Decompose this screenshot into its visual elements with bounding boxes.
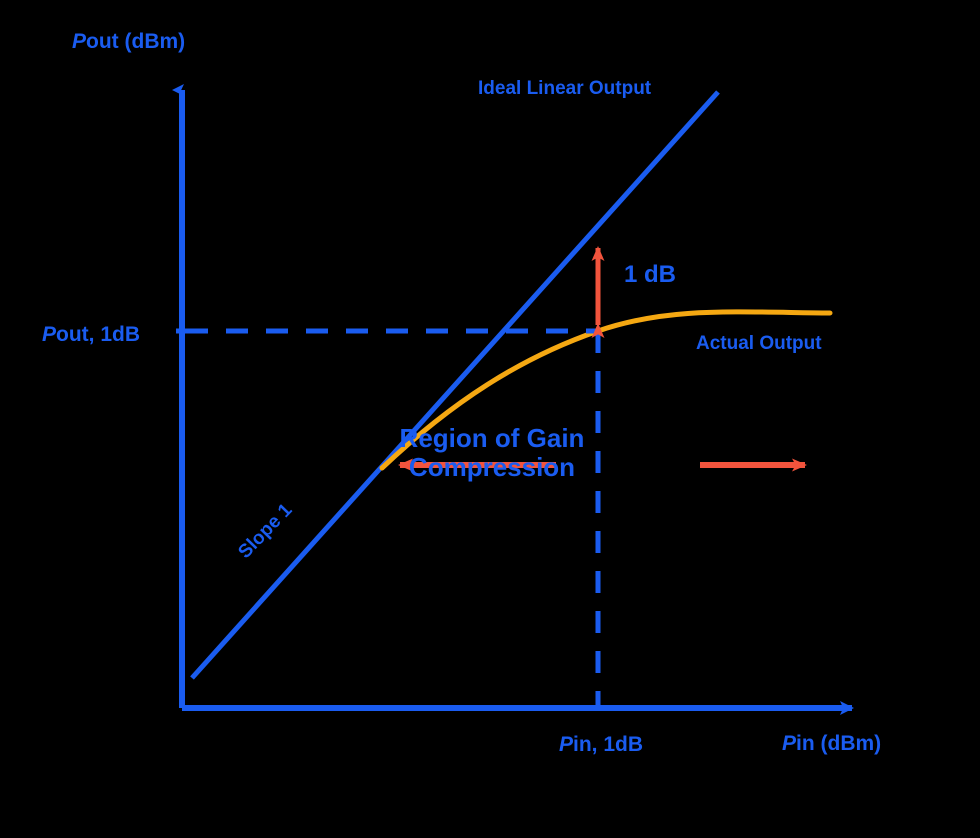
y-axis-title-italic-p: P bbox=[72, 30, 87, 53]
y-axis-title: Pout (dBm) bbox=[72, 30, 185, 54]
y-axis-title-rest: out (dBm) bbox=[86, 30, 186, 53]
pin-1db-rest: in, 1dB bbox=[573, 733, 644, 756]
pout-1db-italic-p: P bbox=[42, 323, 57, 346]
ideal-linear-output-line bbox=[190, 90, 720, 680]
x-axis-title: Pin (dBm) bbox=[782, 732, 881, 756]
actual-output-label: Actual Output bbox=[696, 333, 822, 354]
compression-region-label-line2: Compression bbox=[408, 452, 576, 483]
x-axis-tick-label-pin-1db: Pin, 1dB bbox=[559, 733, 643, 757]
pout-1db-rest: out, 1dB bbox=[56, 323, 141, 346]
one-db-gap-label: 1 dB bbox=[624, 261, 677, 288]
compression-region-label-line1: Region of Gain bbox=[399, 423, 585, 453]
x-axis-title-italic-p: P bbox=[782, 732, 797, 755]
y-axis-tick-label-pout-1db: Pout, 1dB bbox=[42, 323, 140, 347]
ideal-linear-output-label: Ideal Linear Output bbox=[478, 78, 652, 99]
pin-1db-italic-p: P bbox=[559, 733, 574, 756]
x-axis-title-rest: in (dBm) bbox=[796, 732, 882, 755]
